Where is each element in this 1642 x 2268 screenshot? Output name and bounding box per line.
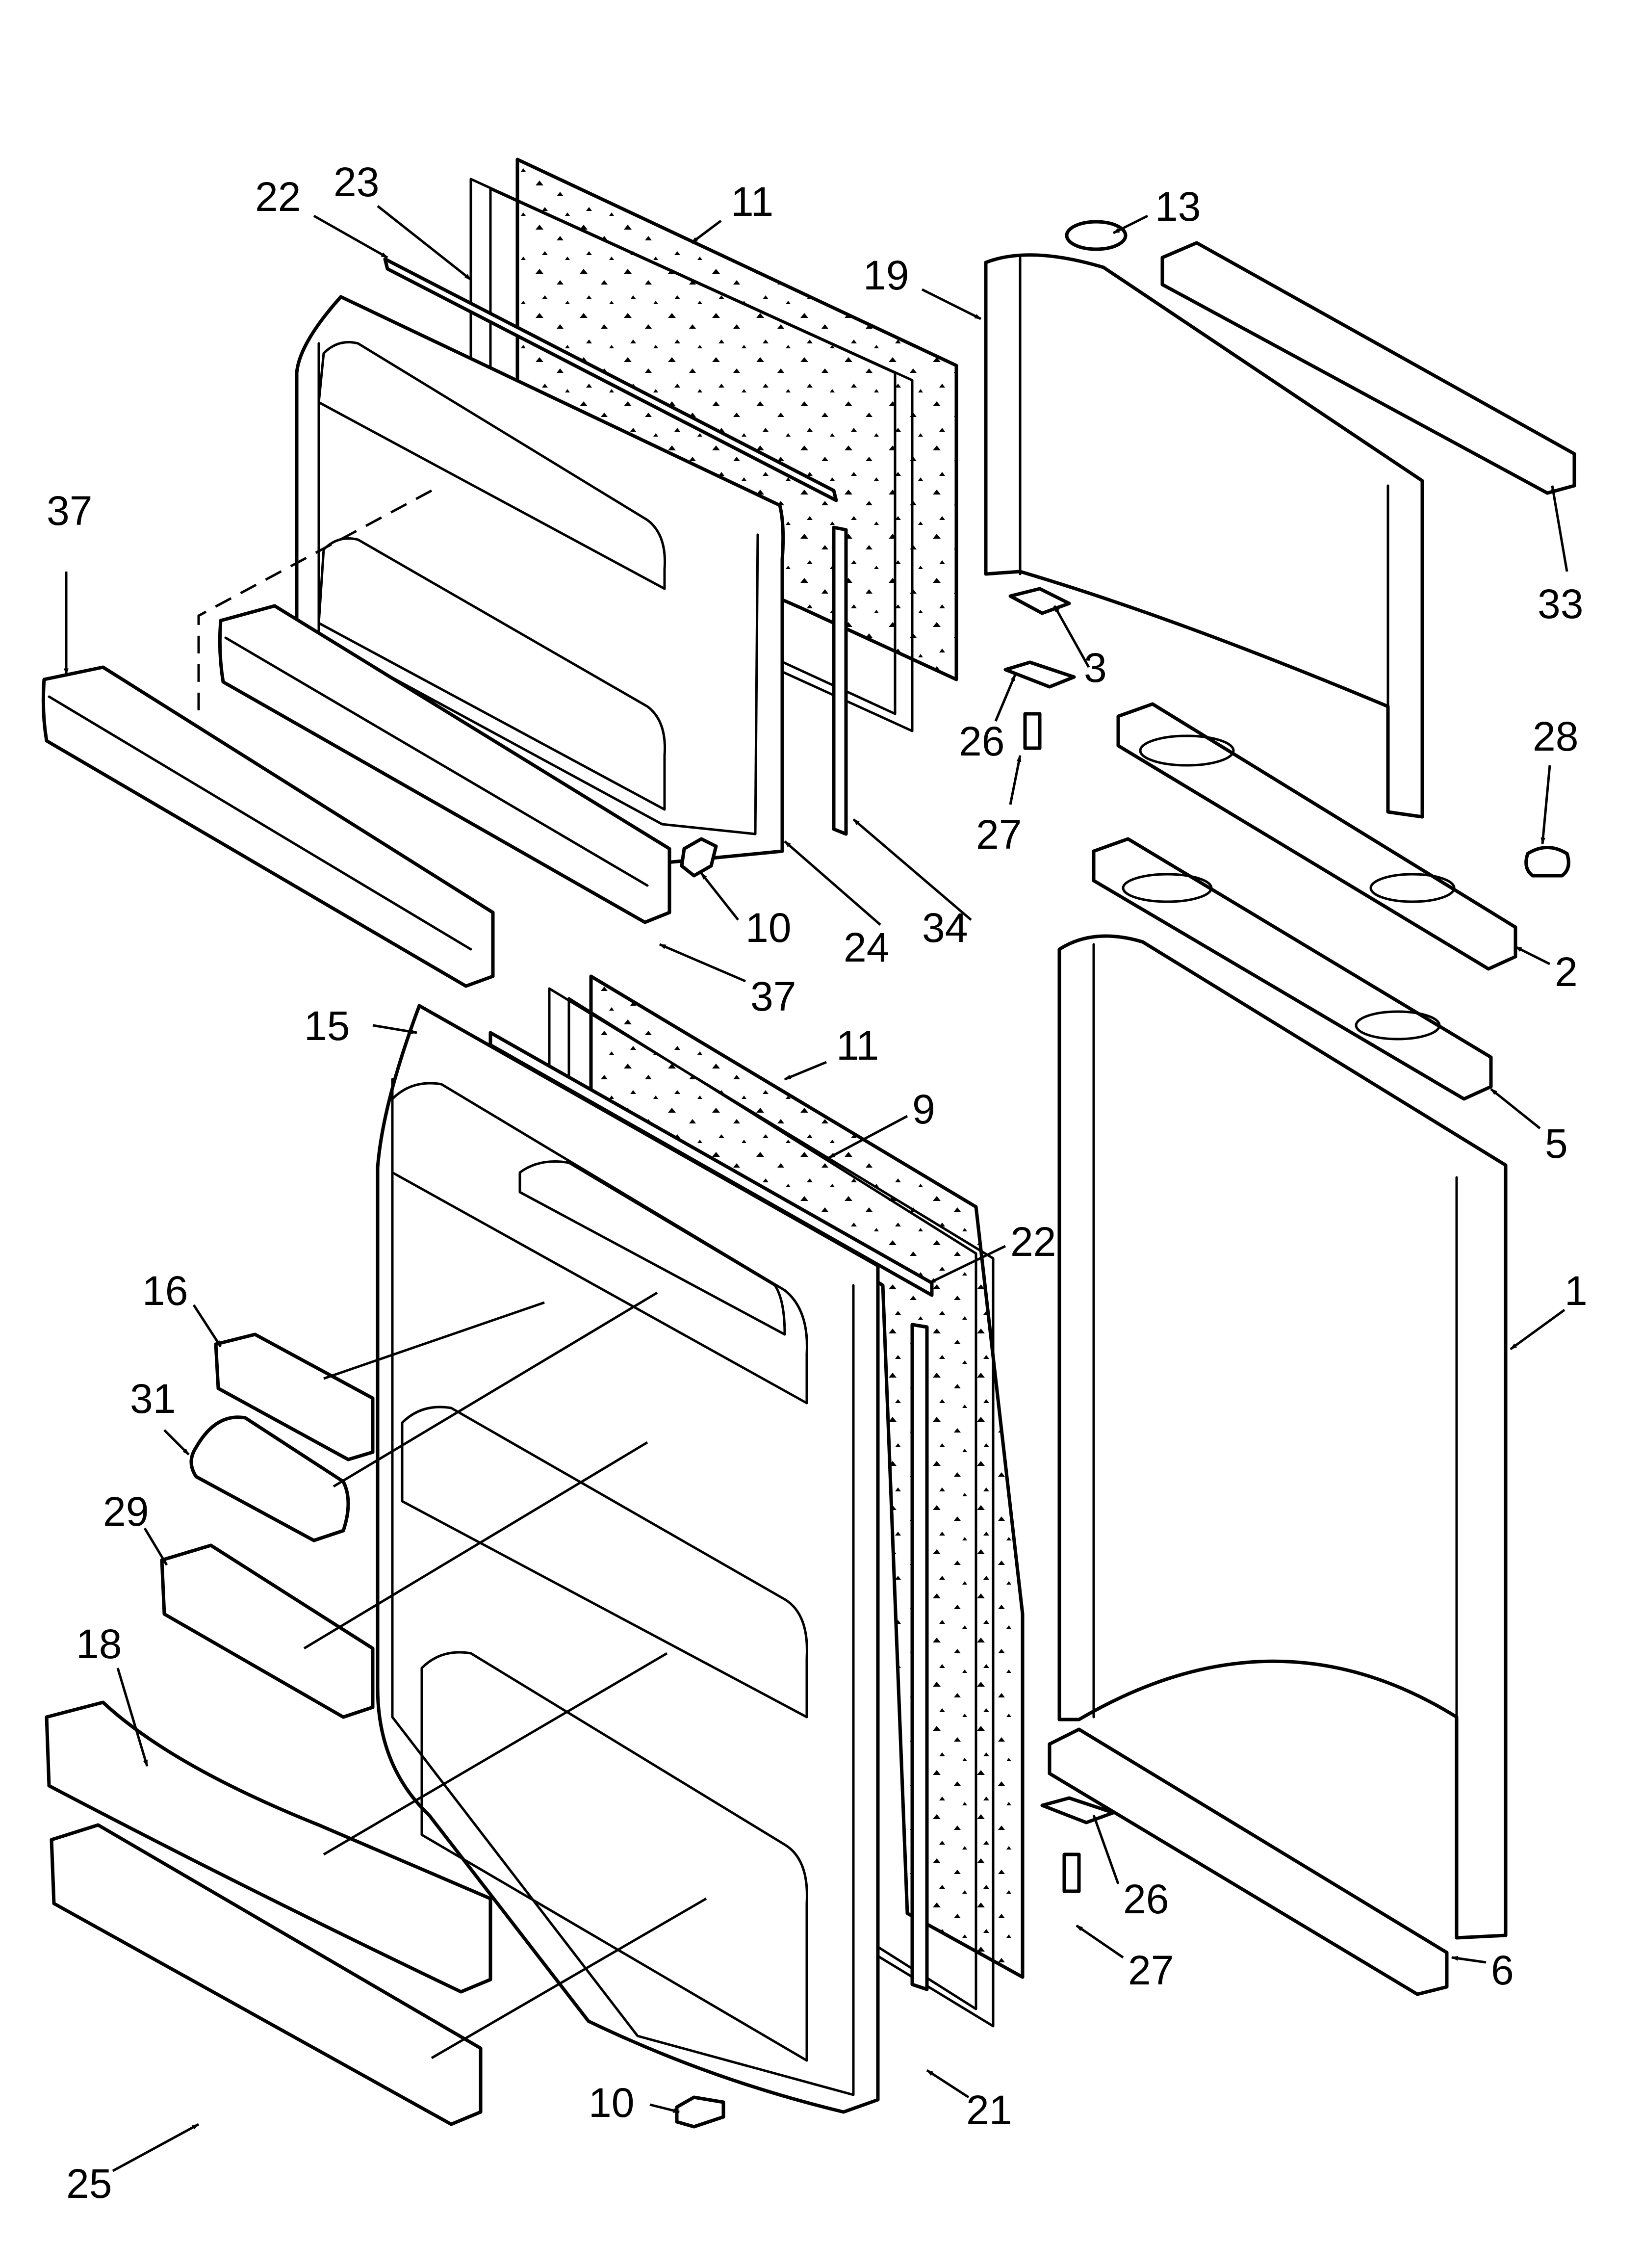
bin-leader-line-4 xyxy=(323,1652,668,1856)
callout-15: 15 xyxy=(304,1003,350,1049)
freezer-door-panel-19 xyxy=(984,253,1424,819)
freezer-liner-rim xyxy=(317,342,759,835)
freezer-door-bin-rear xyxy=(218,604,671,924)
freezer-door-panel-edge xyxy=(1019,256,1389,708)
outer-fresh-food-door xyxy=(1040,934,1508,1996)
callout-1: 1 xyxy=(1565,1268,1588,1314)
callout-6: 6 xyxy=(1491,1947,1514,1993)
fresh-food-door-panel-edge xyxy=(1092,943,1458,1719)
door-handle-2-grip-a xyxy=(1139,734,1235,767)
screw-27-lower xyxy=(1062,1852,1081,1893)
callout-31: 31 xyxy=(130,1376,176,1422)
door-handle-5 xyxy=(1092,837,1493,1101)
outer-freezer-door xyxy=(984,220,1576,1101)
callout-11-bottom: 11 xyxy=(836,1022,879,1069)
fresh-food-screw-10 xyxy=(675,2095,725,2129)
callout-22-middle: 22 xyxy=(1010,1219,1056,1265)
fresh-food-breaker-strip xyxy=(488,1031,934,1297)
door-bin-25 xyxy=(50,1823,483,2126)
callout-18: 18 xyxy=(76,1621,122,1667)
door-bin-16 xyxy=(214,1332,375,1461)
bottom-trim-6 xyxy=(1048,1727,1449,1996)
bin-alignment-dashed-line xyxy=(197,489,433,716)
door-handle-5-grip-b xyxy=(1355,1010,1441,1041)
callout-10-top: 10 xyxy=(745,905,791,951)
door-handle-2-grip-b xyxy=(1369,873,1456,903)
callout-leaders xyxy=(64,205,1568,2172)
hole-plug-13 xyxy=(1065,220,1128,251)
callout-22-top: 22 xyxy=(255,174,301,220)
callout-25: 25 xyxy=(66,2161,112,2207)
callout-3: 3 xyxy=(1084,645,1107,691)
callout-11-top: 11 xyxy=(731,179,773,225)
fresh-food-liner-rim xyxy=(391,1078,855,2096)
bin-leader-line-5 xyxy=(431,1897,707,2059)
callout-23: 23 xyxy=(334,159,379,205)
fresh-food-door-liner-15 xyxy=(376,1004,880,2114)
callout-27-top: 27 xyxy=(976,811,1022,858)
bin-leader-line-2 xyxy=(333,1291,658,1488)
callout-10-bottom: 10 xyxy=(589,2080,634,2126)
callout-19: 19 xyxy=(863,252,909,298)
callout-37-bottom: 37 xyxy=(750,973,796,1019)
callout-34: 34 xyxy=(922,905,968,951)
freezer-liner-lower-shelf xyxy=(317,537,667,811)
fresh-food-liner-shelf-1 xyxy=(391,1082,808,1405)
hinge-plate-3 xyxy=(1008,587,1071,615)
callout-21: 21 xyxy=(966,2087,1012,2133)
door-handle-5-grip-a xyxy=(1122,873,1213,903)
callout-28: 28 xyxy=(1533,713,1578,759)
callout-5: 5 xyxy=(1545,1121,1568,1167)
bin-leader-line-1 xyxy=(323,1301,545,1380)
bin-leader-line-3 xyxy=(303,1441,648,1650)
door-bin-18 xyxy=(45,1700,492,1994)
callout-27-bottom: 27 xyxy=(1128,1947,1174,1993)
freezer-door-assembly xyxy=(41,157,958,988)
callout-9: 9 xyxy=(912,1086,935,1132)
callout-labels: 22 23 11 19 13 37 33 3 28 26 27 10 24 34… xyxy=(47,159,1588,2207)
callout-37-top: 37 xyxy=(47,488,92,534)
callout-29: 29 xyxy=(103,1488,149,1535)
callout-26-top: 26 xyxy=(959,718,1004,764)
callout-24: 24 xyxy=(844,924,889,970)
freezer-top-trim-33 xyxy=(1160,241,1576,495)
screw-27-upper xyxy=(1023,712,1042,750)
fresh-food-door-liner-assembly xyxy=(45,974,1025,2129)
door-bin-29 xyxy=(160,1543,375,1719)
callout-26-bottom: 26 xyxy=(1123,1876,1169,1922)
fresh-food-side-strip xyxy=(910,1323,929,1991)
hinge-26-upper xyxy=(1003,660,1076,689)
callout-16: 16 xyxy=(142,1268,188,1314)
callout-2: 2 xyxy=(1555,949,1578,995)
fresh-food-liner-shelf-2 xyxy=(518,1160,786,1336)
plug-28 xyxy=(1524,846,1570,878)
freezer-screw-10 xyxy=(680,837,718,878)
fresh-food-liner-shelf-4 xyxy=(420,1651,808,2062)
fresh-food-door-panel-1 xyxy=(1057,934,1508,1940)
dairy-cover-31 xyxy=(189,1415,350,1542)
freezer-door-bin-rear-lip xyxy=(224,636,649,887)
freezer-breaker-strip xyxy=(383,257,838,502)
callout-33: 33 xyxy=(1538,581,1583,627)
callout-13: 13 xyxy=(1155,183,1201,230)
freezer-side-strip xyxy=(832,525,848,836)
freezer-door-bin-front-lip xyxy=(48,695,472,951)
fresh-food-liner-shelf-3 xyxy=(401,1406,808,1719)
freezer-liner-upper-shelf xyxy=(317,341,667,590)
